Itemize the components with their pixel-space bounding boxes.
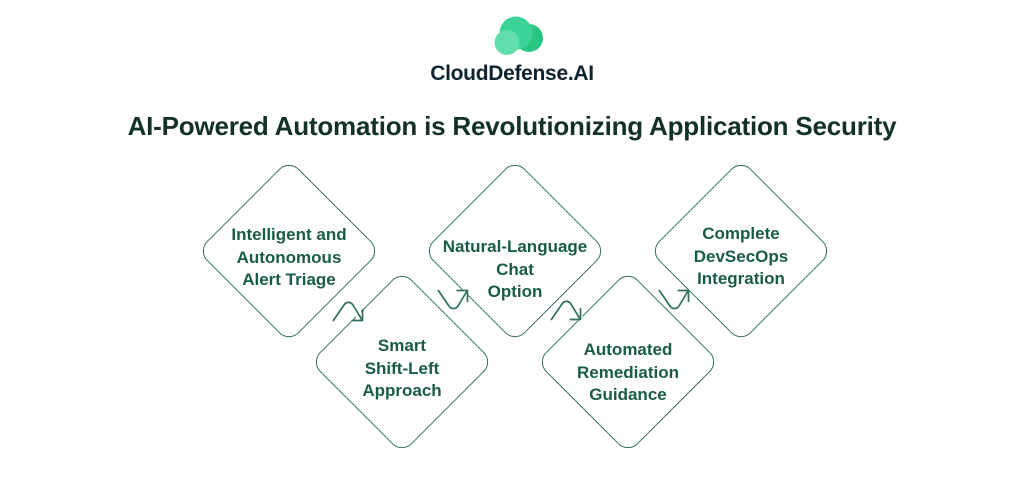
node-label-shift-left: Smart Shift-Left Approach: [362, 336, 442, 401]
arrow-up-icon: [435, 288, 471, 313]
node-label-alert-triage: Intelligent and Autonomous Alert Triage: [231, 225, 347, 290]
arrow-down-icon: [330, 298, 366, 323]
cloud-icon: [494, 16, 543, 55]
node-label-chat-option: Natural-Language Chat Option: [442, 237, 588, 302]
node-label-devsecops: Complete DevSecOps Integration: [693, 224, 789, 289]
arrow-up-icon: [656, 288, 692, 313]
node-label-remediation: Automated Remediation Guidance: [576, 340, 680, 405]
arrow-down-icon: [548, 297, 584, 322]
brand-name: CloudDefense.AI: [430, 62, 594, 85]
page-title: AI-Powered Automation is Revolutionizing…: [127, 111, 897, 141]
